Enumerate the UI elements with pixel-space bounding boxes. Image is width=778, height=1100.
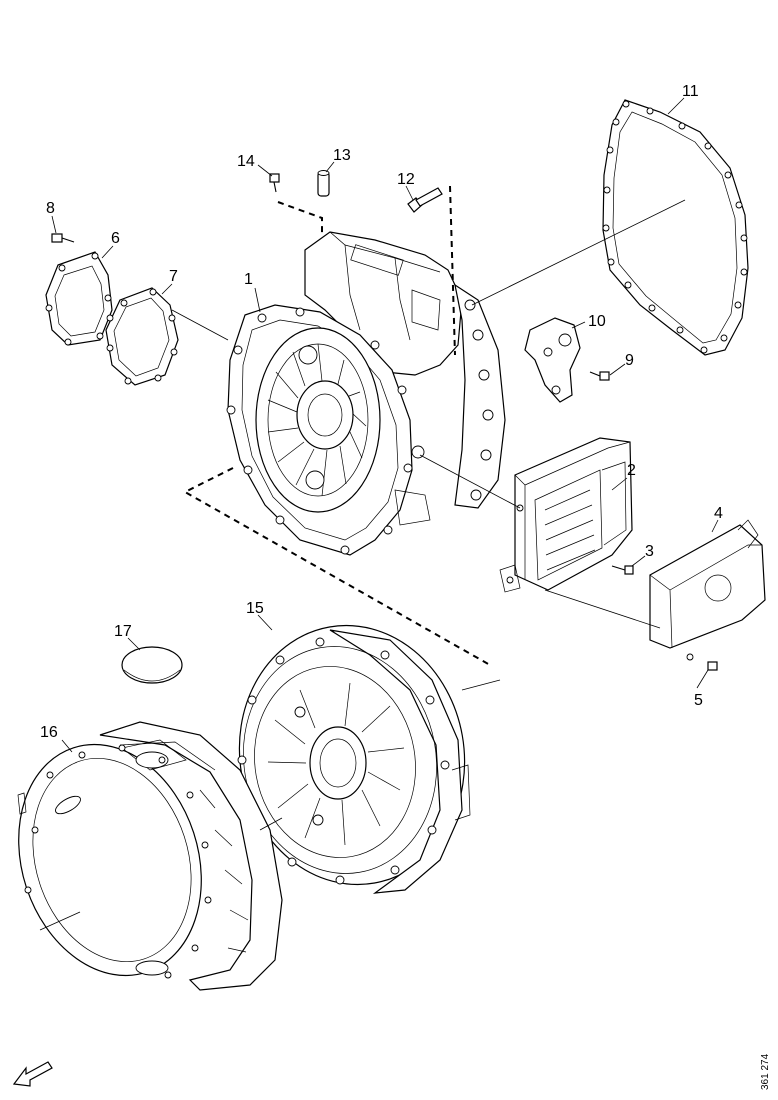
callout-16: 16	[40, 724, 58, 741]
part-2-control-unit	[499, 437, 633, 593]
callout-3: 3	[645, 543, 654, 560]
part-6-inspection-cover	[45, 251, 113, 346]
callout-15: 15	[246, 600, 264, 617]
part-15-clutch-housing	[237, 624, 471, 894]
callout-6: 6	[111, 230, 120, 247]
front-direction-arrow-icon	[12, 1061, 53, 1087]
callout-5: 5	[694, 692, 703, 709]
part-14-screw	[269, 173, 280, 193]
callout-7: 7	[169, 268, 178, 285]
callout-8: 8	[46, 200, 55, 217]
part-17-cover-plug	[121, 646, 183, 684]
part-5-screw-and-washer	[686, 653, 718, 671]
part-12-screw	[407, 187, 443, 213]
callout-labels: 1 2 3 4 5 6 7 8 9 10 11 12 13 14 15 16 1…	[40, 83, 723, 741]
callout-14: 14	[237, 153, 255, 170]
callout-12: 12	[397, 171, 415, 188]
part-4-control-unit-cover	[649, 519, 766, 649]
callout-1: 1	[244, 271, 253, 288]
part-16-clutch-ring-housing	[17, 721, 283, 991]
callout-11: 11	[682, 83, 699, 100]
callout-13: 13	[333, 147, 351, 164]
part-10-bracket	[524, 317, 581, 403]
part-3-screw	[611, 565, 634, 575]
callout-9: 9	[625, 352, 634, 369]
reference-number: 361 274	[760, 1053, 771, 1090]
part-9-screw	[589, 371, 610, 381]
assembly-guide-lines	[39, 185, 686, 931]
callout-4: 4	[714, 505, 723, 522]
part-11-cover-gasket	[602, 99, 749, 356]
part-13-dowel-pin	[317, 170, 330, 197]
part-1-flywheel-housing	[226, 231, 506, 556]
part-8-screw	[51, 233, 75, 243]
callout-10: 10	[588, 313, 606, 330]
callout-2: 2	[627, 462, 636, 479]
callout-17: 17	[114, 623, 132, 640]
part-7-cover-gasket	[105, 287, 179, 386]
callout-leaders	[51, 97, 719, 753]
